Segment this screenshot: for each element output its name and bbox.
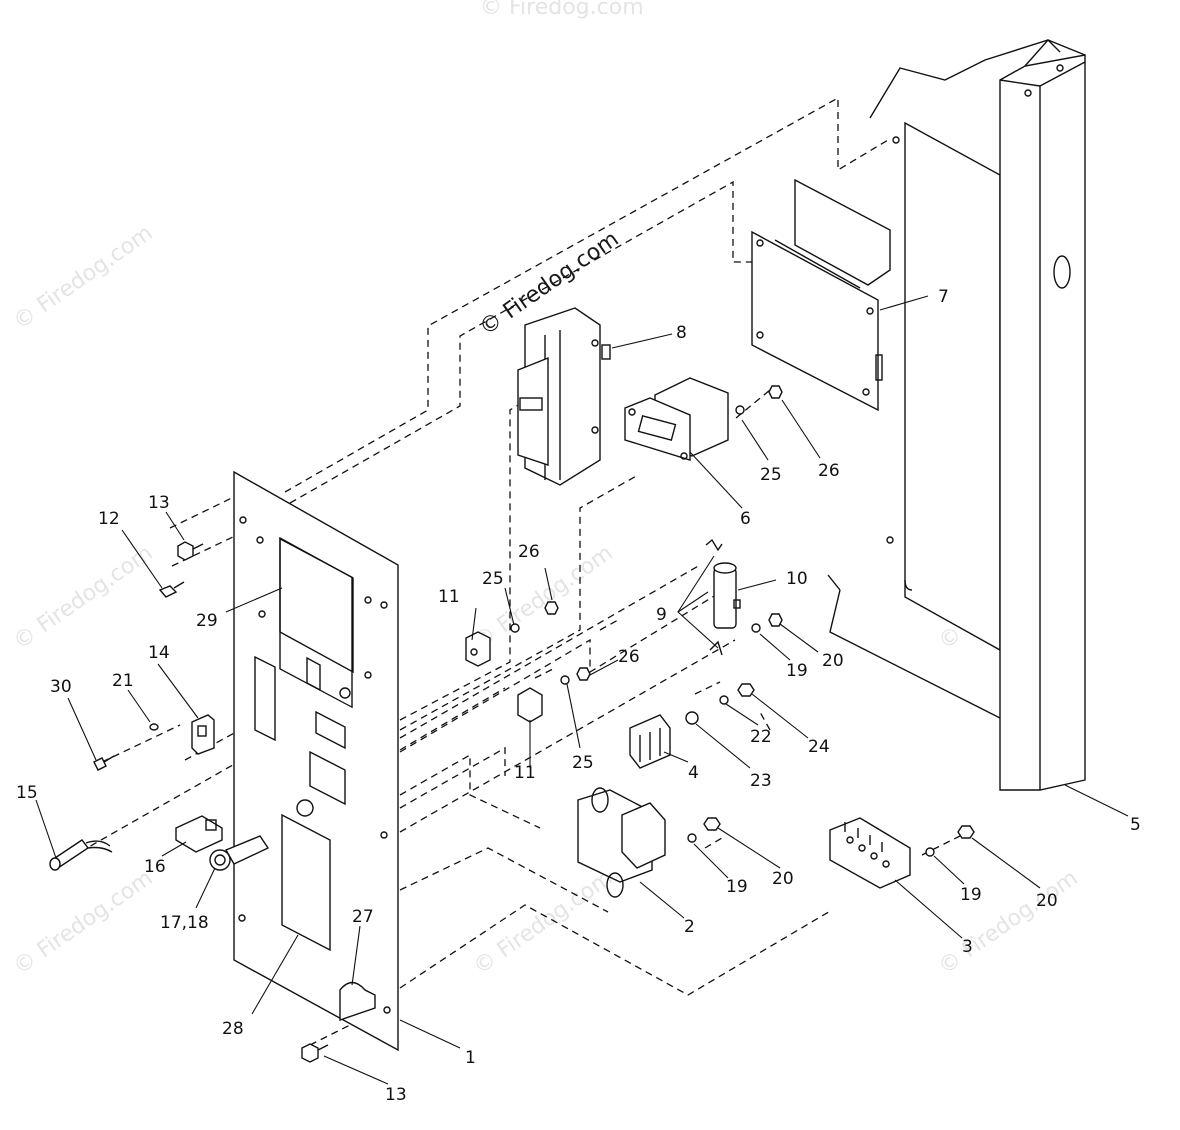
callout-9: 9 [656, 605, 667, 625]
callout-30: 30 [50, 677, 72, 697]
callout-26-upper: 26 [518, 542, 540, 562]
callout-14: 14 [148, 643, 170, 663]
callout-2: 2 [684, 917, 695, 937]
callout-22: 22 [750, 727, 772, 747]
callout-6: 6 [740, 509, 751, 529]
callout-3: 3 [962, 937, 973, 957]
watermark-faint: © Firedog.com [9, 221, 157, 335]
callout-1: 1 [465, 1048, 476, 1068]
part-5-enclosure [827, 38, 1086, 791]
callout-7: 7 [938, 287, 949, 307]
callout-29: 29 [196, 611, 218, 631]
callout-10: 10 [786, 569, 808, 589]
callout-13-top: 13 [148, 493, 170, 513]
watermark-faint: © Firedog.com [934, 866, 1082, 980]
watermark-faint: © Firedog.com [469, 541, 617, 655]
callout-labels: 1 2 3 4 5 6 7 8 9 10 11 11 12 13 13 14 1… [16, 287, 1141, 1105]
part-7-circuit-board [751, 178, 891, 412]
part-6-hour-meter [624, 377, 729, 461]
watermark-faint: © Firedog.com [9, 541, 157, 655]
leader-lines [35, 295, 1129, 1085]
callout-4: 4 [688, 763, 699, 783]
callout-13-bottom: 13 [385, 1085, 407, 1105]
callout-19-capacitor: 19 [786, 661, 808, 681]
callout-26-meter: 26 [818, 461, 840, 481]
callout-12: 12 [98, 509, 120, 529]
callout-19-transformer: 19 [726, 877, 748, 897]
callout-25-upper: 25 [482, 569, 504, 589]
callout-11-upper: 11 [438, 587, 460, 607]
callout-8: 8 [676, 323, 687, 343]
callout-5: 5 [1130, 815, 1141, 835]
callout-17-18: 17,18 [160, 913, 209, 933]
callout-16: 16 [144, 857, 166, 877]
callout-25-lower: 25 [572, 753, 594, 773]
part-8-circuit-breaker [517, 307, 611, 486]
watermark-faint: © Firedog.com [9, 866, 157, 980]
callout-24: 24 [808, 737, 830, 757]
callout-23: 23 [750, 771, 772, 791]
callout-11-lower: 11 [514, 763, 536, 783]
callout-20-capacitor: 20 [822, 651, 844, 671]
watermark-faint: © Firedog.com [469, 866, 617, 980]
components-left [49, 541, 376, 1063]
callout-28: 28 [222, 1019, 244, 1039]
callout-20-transformer: 20 [772, 869, 794, 889]
callout-20-terminal: 20 [1036, 891, 1058, 911]
part-1-control-panel [233, 470, 399, 1052]
callout-19-terminal: 19 [960, 885, 982, 905]
callout-15: 15 [16, 783, 38, 803]
callout-27: 27 [352, 907, 374, 927]
callout-26-lower: 26 [618, 647, 640, 667]
hardware-meter [735, 385, 783, 415]
watermark-faint: © Firedog.com [480, 0, 644, 20]
callout-21: 21 [112, 671, 134, 691]
callout-25-meter: 25 [760, 465, 782, 485]
components-center [465, 538, 975, 898]
